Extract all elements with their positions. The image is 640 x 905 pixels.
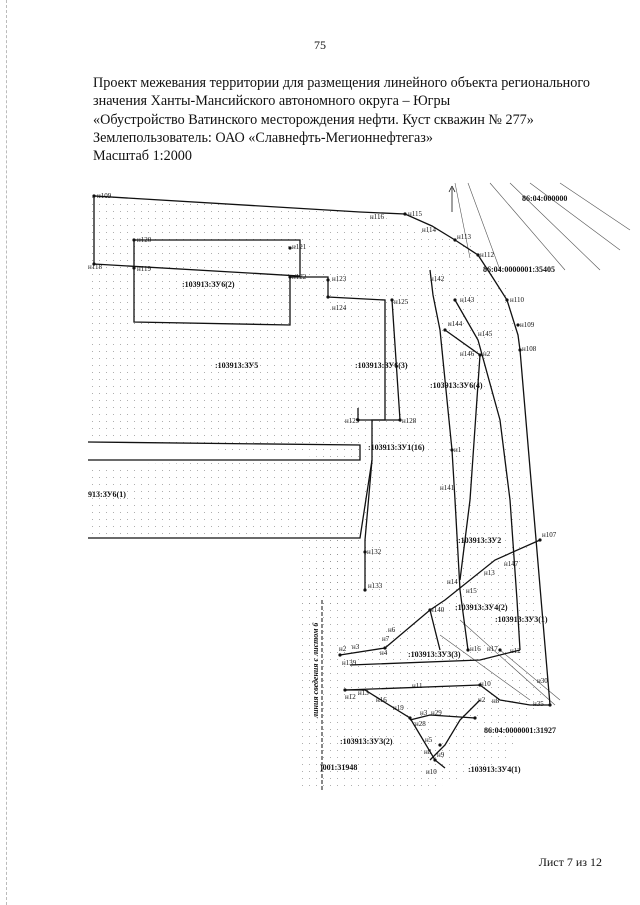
point-labels: н109 н116 н115 н114 н113 н120 н121 н112 … (88, 192, 557, 776)
svg-text:н119: н119 (137, 265, 151, 273)
zone-label: :103913:ЗУ6(4) (430, 381, 483, 390)
area-dotted-lower (88, 460, 360, 610)
svg-text:н6: н6 (388, 626, 396, 634)
svg-text:н17: н17 (487, 645, 498, 653)
svg-text:н10: н10 (426, 768, 437, 776)
zone-label: :103913:ЗУ6(3) (355, 361, 408, 370)
svg-text:н107: н107 (542, 531, 557, 539)
svg-text:н29: н29 (431, 709, 442, 717)
svg-text:н146: н146 (460, 350, 475, 358)
cadastral-label: 86:04:0000001:31927 (484, 726, 556, 735)
svg-text:н143: н143 (460, 296, 475, 304)
road-lines (439, 182, 631, 706)
zone-label: :103913:ЗУ3(3) (408, 650, 461, 659)
zone-label: :103913:ЗУ4(1) (468, 765, 521, 774)
title-line-5: Масштаб 1:2000 (93, 148, 192, 165)
svg-text:н2: н2 (483, 350, 491, 358)
sheet-label: Лист 7 из 12 (538, 855, 602, 869)
zone-label: :103913:ЗУ3(1) (495, 615, 548, 624)
svg-text:н35: н35 (533, 700, 544, 708)
svg-text:н10: н10 (480, 680, 491, 688)
svg-text:н11: н11 (412, 682, 423, 690)
svg-text:н12: н12 (345, 693, 356, 701)
cadastral-label: 86:04:0000001:35405 (483, 265, 555, 274)
svg-text:н115: н115 (408, 210, 422, 218)
title-line-4: Землепользователь: ОАО «Славнефть-Мегион… (93, 129, 433, 146)
svg-text:н132: н132 (367, 548, 382, 556)
svg-text:н2: н2 (339, 645, 347, 653)
side-note: линия сведения с листом 6 (311, 623, 320, 719)
svg-text:н112: н112 (480, 251, 494, 259)
svg-text:н109: н109 (520, 321, 535, 329)
svg-text:н9: н9 (437, 751, 445, 759)
svg-text:н142: н142 (430, 275, 445, 283)
page-number: 75 (314, 38, 326, 52)
svg-text:н121: н121 (292, 243, 307, 251)
margin-line (6, 0, 7, 905)
cadastral-labels: 86:04:000000 86:04:0000001:35405 86:04:0… (320, 194, 567, 772)
zone-label: :103913:ЗУ3(2) (340, 737, 393, 746)
svg-text:н16: н16 (470, 645, 481, 653)
svg-text:н114: н114 (422, 226, 436, 234)
svg-text:н141: н141 (440, 484, 455, 492)
title-block: Проект межевания территории для размещен… (93, 74, 613, 165)
svg-text:н125: н125 (394, 298, 409, 306)
svg-text:н118: н118 (88, 263, 102, 271)
svg-text:н129: н129 (345, 417, 360, 425)
svg-text:н13: н13 (358, 689, 369, 697)
cadastral-map: н109 н116 н115 н114 н113 н120 н121 н112 … (0, 180, 640, 800)
svg-text:н140: н140 (430, 606, 445, 614)
svg-text:н145: н145 (478, 330, 493, 338)
zone-label: :103913:ЗУ2 (458, 536, 501, 545)
svg-text:н16: н16 (376, 696, 387, 704)
zone-label: 913:ЗУ6(1) (88, 490, 126, 499)
zone-label: :103913:ЗУ4(2) (455, 603, 508, 612)
svg-text:н113: н113 (457, 233, 471, 241)
title-line-2: значения Ханты-Мансийского автономного о… (93, 93, 451, 110)
title-line-3: «Обустройство Ватинского месторождения н… (93, 111, 534, 128)
svg-text:н139: н139 (342, 659, 357, 667)
svg-text:н124: н124 (332, 304, 347, 312)
zone-label: :103913:ЗУ5 (215, 361, 258, 370)
svg-text:н4: н4 (380, 649, 388, 657)
svg-text:н19: н19 (393, 704, 404, 712)
svg-text:н8: н8 (492, 697, 500, 705)
map-drawing: н109 н116 н115 н114 н113 н120 н121 н112 … (87, 182, 631, 790)
svg-text:н147: н147 (504, 560, 519, 568)
cadastral-label: )001:31948 (320, 763, 357, 772)
svg-text:н1: н1 (454, 446, 462, 454)
svg-text:н116: н116 (370, 213, 384, 221)
title-line-1: Проект межевания территории для размещен… (93, 75, 590, 91)
svg-text:н28: н28 (415, 720, 426, 728)
svg-text:н13: н13 (484, 569, 495, 577)
svg-text:н5: н5 (425, 736, 433, 744)
svg-text:н15: н15 (466, 587, 477, 595)
svg-text:н123: н123 (332, 275, 347, 283)
svg-text:н3: н3 (352, 643, 360, 651)
points (92, 194, 552, 762)
svg-text:н3: н3 (420, 709, 428, 717)
svg-text:н8: н8 (424, 748, 432, 756)
svg-text:н110: н110 (510, 296, 524, 304)
svg-text:н12: н12 (510, 647, 521, 655)
svg-text:н2: н2 (478, 696, 486, 704)
zone-label: :103913:ЗУ6(2) (182, 280, 235, 289)
svg-text:н120: н120 (137, 236, 152, 244)
area-dotted-main (90, 195, 545, 790)
zone-labels: :103913:ЗУ6(2) :103913:ЗУ5 :103913:ЗУ6(3… (88, 280, 548, 774)
svg-text:н109: н109 (97, 192, 112, 200)
svg-text:н128: н128 (402, 417, 417, 425)
north-arrow-icon (448, 185, 456, 212)
svg-text:н108: н108 (522, 345, 537, 353)
svg-text:н122: н122 (292, 273, 307, 281)
svg-text:н30: н30 (537, 677, 548, 685)
cadastral-label: 86:04:000000 (522, 194, 567, 203)
svg-text:н7: н7 (382, 635, 390, 643)
svg-text:н144: н144 (448, 320, 463, 328)
svg-text:н14: н14 (447, 578, 458, 586)
zone-label: :103913:ЗУ1(16) (368, 443, 425, 452)
svg-text:н133: н133 (368, 582, 383, 590)
